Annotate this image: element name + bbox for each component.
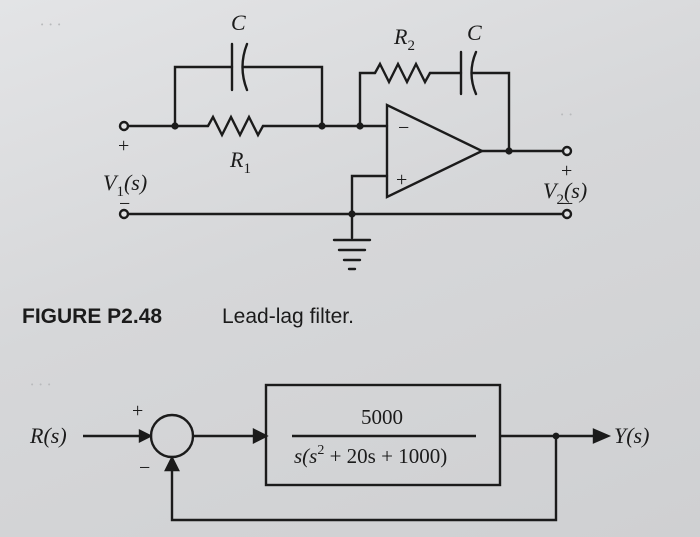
capacitor-c2-label: C	[467, 20, 482, 45]
input-signal-label: R(s)	[29, 423, 67, 448]
output-arrowhead	[592, 428, 612, 444]
junction-node-out	[505, 147, 513, 155]
output-minus-sign: −	[562, 193, 573, 215]
lead-lag-circuit	[118, 42, 573, 271]
opamp-inverting-sign: −	[398, 117, 409, 139]
feedback-block-diagram: R(s) + − 5000 s(s2 + 20s + 1000) Y(s)	[29, 383, 649, 522]
resistor-r2	[373, 61, 432, 85]
feedback-arrowhead	[164, 455, 180, 472]
capacitor-branch-wire-right	[241, 65, 324, 128]
ground-symbol	[332, 238, 372, 271]
summing-plus-sign: +	[132, 400, 143, 422]
output-terminal-bottom	[561, 208, 573, 220]
bleed-through-texture: ∙ ∙ ∙ ∙ ∙ ∙ ∙ ∙	[30, 15, 573, 394]
summing-minus-sign: −	[139, 457, 150, 479]
op-amp	[385, 103, 485, 199]
opamp-noninverting-sign: +	[396, 169, 407, 191]
noninverting-input-wire	[350, 174, 389, 240]
summing-junction	[149, 413, 195, 459]
feedback-wire-right	[470, 71, 511, 153]
svg-text:∙ ∙ ∙: ∙ ∙ ∙	[30, 375, 51, 394]
capacitor-c1-label: C	[231, 10, 246, 35]
error-arrowhead	[252, 428, 269, 444]
output-voltage-label: V2(s)	[543, 178, 587, 208]
output-signal-label: Y(s)	[614, 423, 649, 448]
transfer-function-denominator: s(s2 + 20s + 1000)	[294, 443, 447, 468]
resistor-r1-label: R1	[229, 147, 251, 177]
figure-title: Lead-lag filter.	[222, 305, 354, 328]
output-terminal-top	[561, 145, 573, 157]
output-plus-sign: +	[561, 160, 572, 182]
ground-junction	[348, 210, 356, 218]
input-arrowhead	[138, 429, 153, 443]
resistor-r1	[206, 114, 265, 138]
input-plus-sign: +	[118, 135, 129, 157]
input-voltage-label: V1(s)	[103, 170, 147, 200]
input-minus-sign: −	[119, 193, 130, 215]
figure-caption: FIGURE P2.48 Lead-lag filter.	[22, 305, 354, 328]
resistor-r2-label: R2	[393, 24, 415, 54]
capacitor-branch-wire-left	[173, 65, 234, 128]
figure-number: FIGURE P2.48	[22, 305, 162, 328]
feedback-wire-left	[358, 71, 377, 128]
circuit-labels: C C R2 R1 − + + V1(s) − + V2(s) −	[103, 10, 587, 215]
svg-text:∙ ∙: ∙ ∙	[560, 105, 573, 124]
svg-text:∙ ∙ ∙: ∙ ∙ ∙	[40, 15, 61, 34]
feedback-path	[170, 436, 558, 522]
transfer-function-numerator: 5000	[361, 405, 403, 429]
